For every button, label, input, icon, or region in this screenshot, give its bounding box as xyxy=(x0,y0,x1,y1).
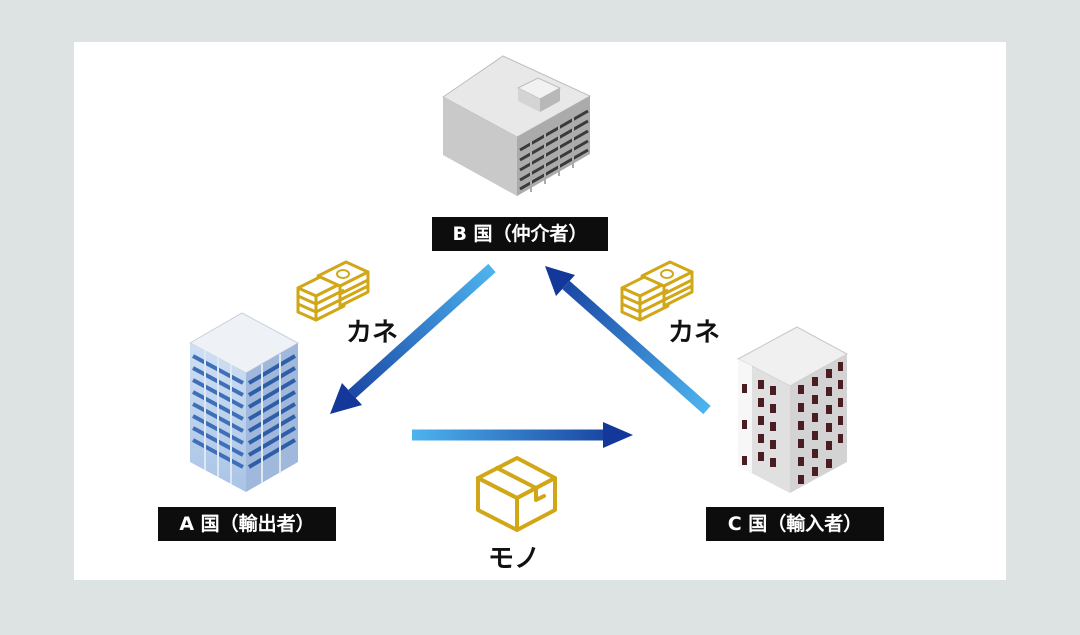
arrow-b-to-a xyxy=(330,263,496,414)
building-a-icon xyxy=(188,312,300,492)
country-a-label: A 国（輸出者） xyxy=(158,507,336,541)
arrow-a-to-c xyxy=(412,422,633,448)
cardboard-box-icon xyxy=(476,456,557,532)
money-stack-icon xyxy=(296,260,370,322)
money-stack-icon xyxy=(620,260,694,322)
building-c-icon xyxy=(736,326,849,493)
goods-label: モノ xyxy=(488,544,541,574)
country-c-label: C 国（輸入者） xyxy=(706,507,884,541)
money-label-left: カネ xyxy=(346,318,399,348)
money-label-right: カネ xyxy=(668,318,721,348)
country-b-label: B 国（仲介者） xyxy=(432,217,608,251)
arrow-c-to-b xyxy=(545,266,711,415)
building-b-icon xyxy=(442,55,592,196)
